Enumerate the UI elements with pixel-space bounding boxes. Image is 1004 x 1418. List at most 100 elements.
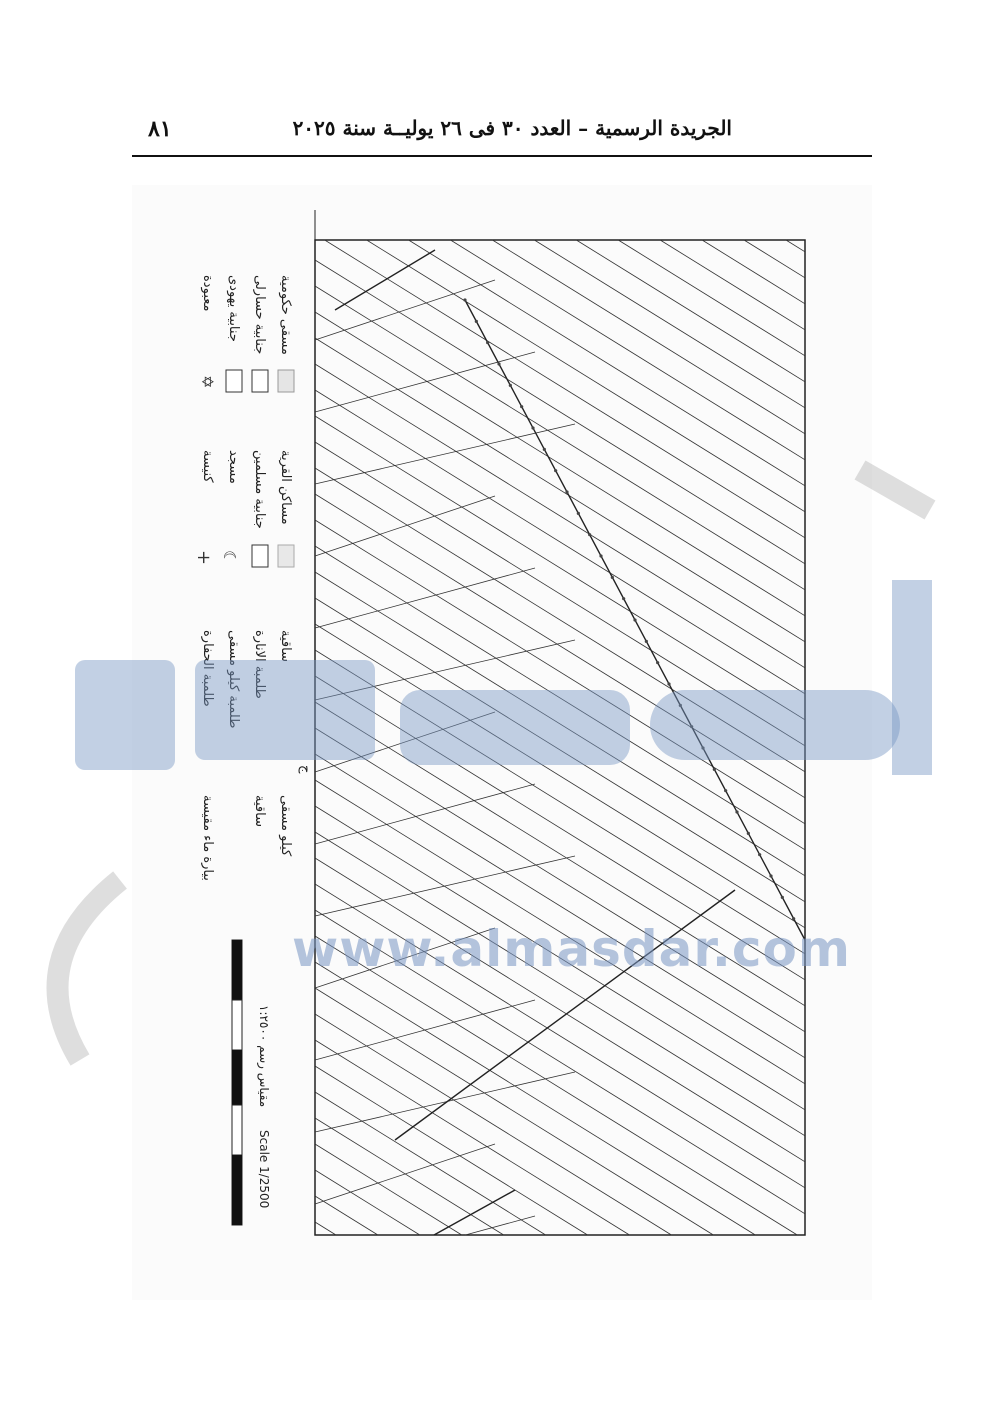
canal-line [433, 1189, 516, 1236]
survey-mark [792, 917, 796, 921]
parcel-boundary [314, 711, 496, 773]
legend-column-2: مساكن القرية جنابية مسلمين مسجد كنيسة ☾ … [193, 450, 295, 568]
survey-mark [486, 341, 490, 345]
survey-mark [497, 362, 501, 366]
parcel-line [701, 239, 806, 305]
parcel-line [314, 467, 806, 773]
parcel-boundary [314, 855, 576, 917]
survey-mark [531, 426, 535, 430]
star-icon: ✡ [198, 375, 217, 388]
parcel-line [492, 239, 806, 435]
parcel-boundary [314, 279, 496, 341]
header-rule [132, 155, 872, 157]
legend-item: ساقية [252, 795, 267, 827]
parcel-boundary [314, 639, 576, 701]
gazette-title: الجريدة الرسمية – العدد ٣٠ فى ٢٦ يوليــة… [292, 116, 732, 140]
parcel-line [314, 779, 806, 1085]
swatch-cemetery [251, 369, 269, 393]
parcel-line [314, 1221, 337, 1236]
watermark-arc [46, 871, 127, 1066]
survey-mark [780, 895, 784, 899]
cadastral-map: مسقى حكومية جنابية حسارلى جنابية يهودى م… [193, 210, 806, 1236]
north-note: ج [298, 765, 313, 774]
parcel-line [314, 1117, 504, 1236]
parcel-line [314, 311, 806, 617]
parcel-line [785, 239, 806, 253]
cadastral-map-sheet: مسقى حكومية جنابية حسارلى جنابية يهودى م… [132, 185, 872, 1300]
parcel-line [314, 649, 806, 955]
parcel-line [314, 597, 806, 903]
parcel-line [314, 961, 756, 1236]
survey-mark [576, 511, 580, 515]
parcel-marks [463, 298, 796, 921]
parcel-line [314, 805, 806, 1111]
parcel-line [314, 883, 806, 1189]
parcel-boundary [314, 351, 536, 413]
legend-item: طلمبة كيلو مسقى [226, 630, 241, 728]
parcel-boundary [314, 927, 496, 989]
scale-seg-2 [231, 999, 243, 1051]
legend-item: معبودة [200, 275, 215, 311]
parcel-line [314, 1013, 672, 1236]
parcel-line [576, 239, 806, 383]
watermark-stroke [892, 580, 932, 775]
survey-mark [701, 746, 705, 750]
parcel-line [314, 675, 806, 981]
parcel-line [314, 935, 798, 1236]
parcel-line [314, 1039, 630, 1236]
legend-item: مساكن القرية [278, 450, 293, 525]
parcel-line [659, 239, 806, 331]
parcel-line [314, 259, 806, 565]
legend-item: كنيسة [200, 450, 215, 483]
legend-item: جنابية يهودى [226, 275, 241, 342]
swatch-houses [277, 544, 295, 568]
parcel-line [314, 1065, 588, 1236]
parcel-line [314, 441, 806, 747]
canal-lines [334, 249, 806, 1236]
parcel-line [314, 831, 806, 1137]
survey-mark [565, 490, 569, 494]
parcel-line [314, 1091, 546, 1236]
survey-mark [712, 767, 716, 771]
scale-bar [231, 939, 243, 1226]
survey-mark [667, 682, 671, 686]
survey-mark [758, 853, 762, 857]
survey-mark [588, 533, 592, 537]
parcel-line [314, 493, 806, 799]
legend-item: طلمبة الحفارة [200, 630, 215, 707]
parcel-line [366, 239, 806, 513]
legend-item: جنابية مسلمين [252, 450, 267, 529]
parcel-line [314, 987, 714, 1236]
survey-mark [656, 661, 660, 665]
scale-seg-4 [231, 1104, 243, 1156]
legend-item: جنابية حسارلى [252, 275, 267, 354]
crescent-icon: ☾ [220, 550, 239, 564]
survey-mark [724, 789, 728, 793]
parcel-line [314, 701, 806, 1007]
parcel-line [314, 337, 806, 643]
survey-mark [463, 298, 467, 302]
survey-mark [542, 447, 546, 451]
parcel-boundary [314, 999, 536, 1061]
legend-item: ساقية [278, 630, 293, 662]
legend-swatches-1: ✡ [198, 369, 295, 393]
parcel-boundary [314, 567, 536, 629]
parcel-line [314, 623, 806, 929]
survey-mark [690, 725, 694, 729]
legend-item: كيلو مسقى [278, 795, 293, 857]
parcel-line [314, 545, 806, 851]
swatch-muslim [251, 544, 269, 568]
page-header: ٨١ الجريدة الرسمية – العدد ٣٠ فى ٢٦ يولي… [132, 112, 872, 152]
survey-mark [678, 703, 682, 707]
parcel-line [314, 363, 806, 669]
scale-label-en: Scale 1/2500 [257, 1130, 271, 1208]
parcel-line [314, 1143, 462, 1236]
parcel-lines [314, 239, 806, 1236]
parcel-line [314, 857, 806, 1163]
legend-item: طلمبة الانارة [252, 630, 267, 699]
legend-item: مسقى حكومية [278, 275, 293, 355]
survey-mark [633, 618, 637, 622]
legend-item: مسجد [226, 450, 241, 484]
watermark-site: www.almasdar.com [292, 920, 851, 978]
svg-text:مقياس رسم ١:٢٥٠٠: مقياس رسم ١:٢٥٠٠ [256, 1005, 271, 1107]
